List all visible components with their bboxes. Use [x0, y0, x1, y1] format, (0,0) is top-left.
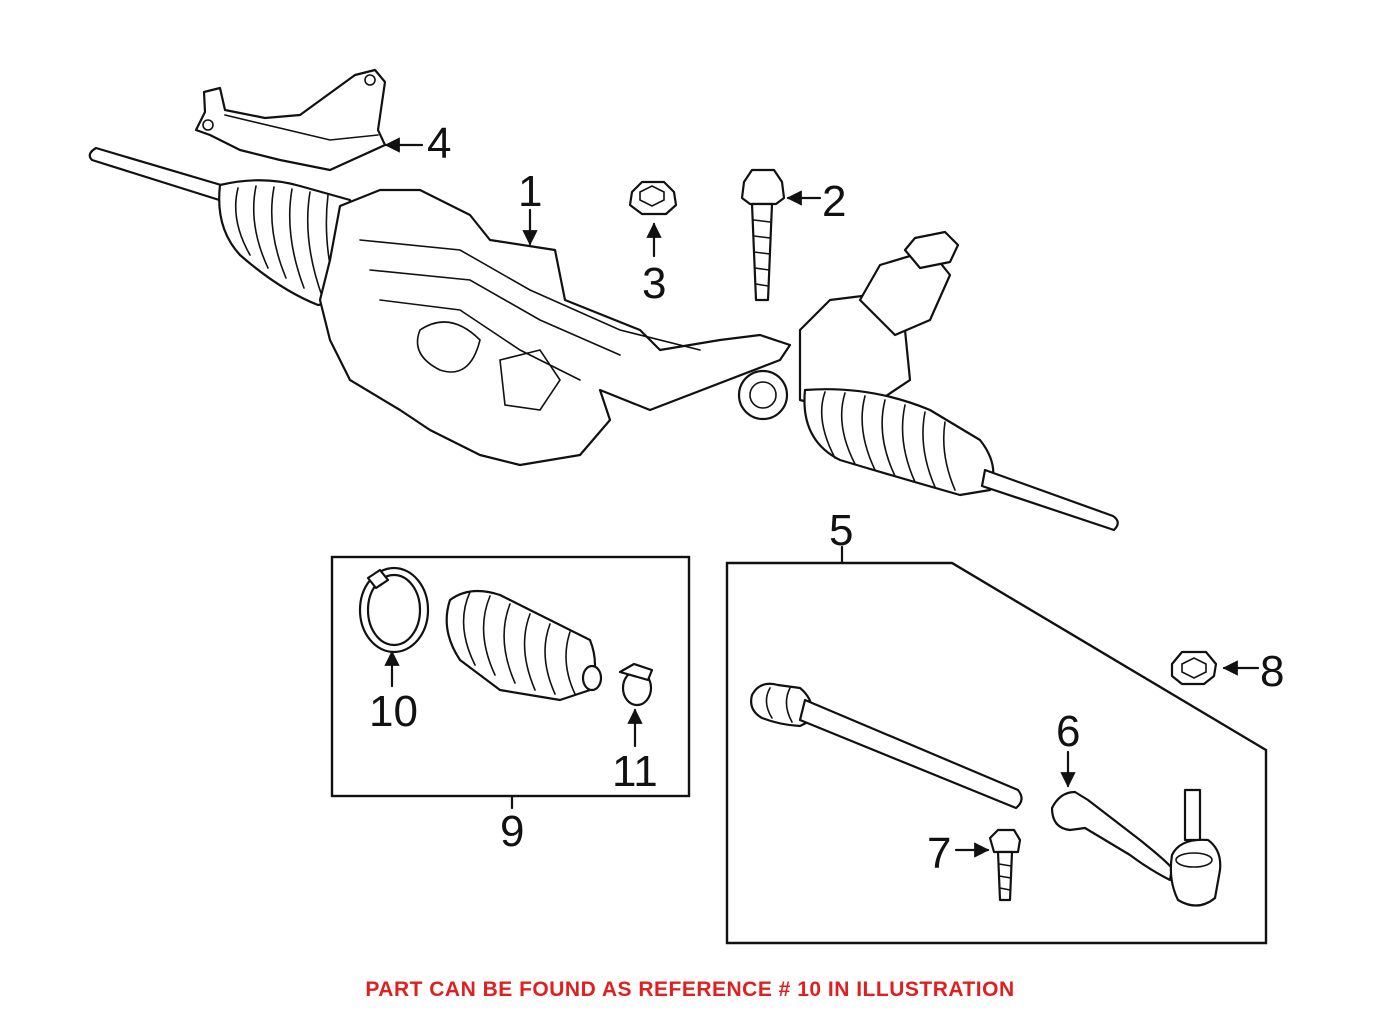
callout-1: 1 [518, 167, 542, 216]
small-clamp-drawing [618, 662, 654, 707]
kit-box-9 [330, 555, 691, 798]
callout-7: 7 [927, 829, 951, 878]
bracket-drawing [194, 68, 387, 172]
bolt-drawing [740, 168, 786, 302]
callout-3: 3 [642, 259, 666, 308]
kit-box-5 [725, 561, 1268, 945]
outer-tie-rod-end-drawing [1050, 788, 1222, 907]
bolt-small-drawing [988, 828, 1022, 902]
bellows-boot-drawing [445, 589, 603, 702]
steering-rack-drawing [88, 146, 1119, 532]
callout-2: 2 [822, 177, 846, 226]
callout-4: 4 [427, 119, 451, 168]
leader-lines [384, 137, 1260, 858]
callout-6: 6 [1056, 707, 1080, 756]
nut-small-drawing [1170, 650, 1218, 686]
callout-11: 11 [612, 747, 658, 796]
callout-8: 8 [1260, 647, 1284, 696]
callout-9: 9 [500, 807, 524, 856]
callout-10: 10 [369, 687, 418, 736]
inner-tie-rod-drawing [750, 682, 1023, 810]
clamp-drawing [358, 566, 430, 654]
reference-note: PART CAN BE FOUND AS REFERENCE # 10 IN I… [365, 978, 1015, 1001]
callout-5: 5 [829, 506, 853, 555]
nut-drawing [628, 180, 678, 216]
